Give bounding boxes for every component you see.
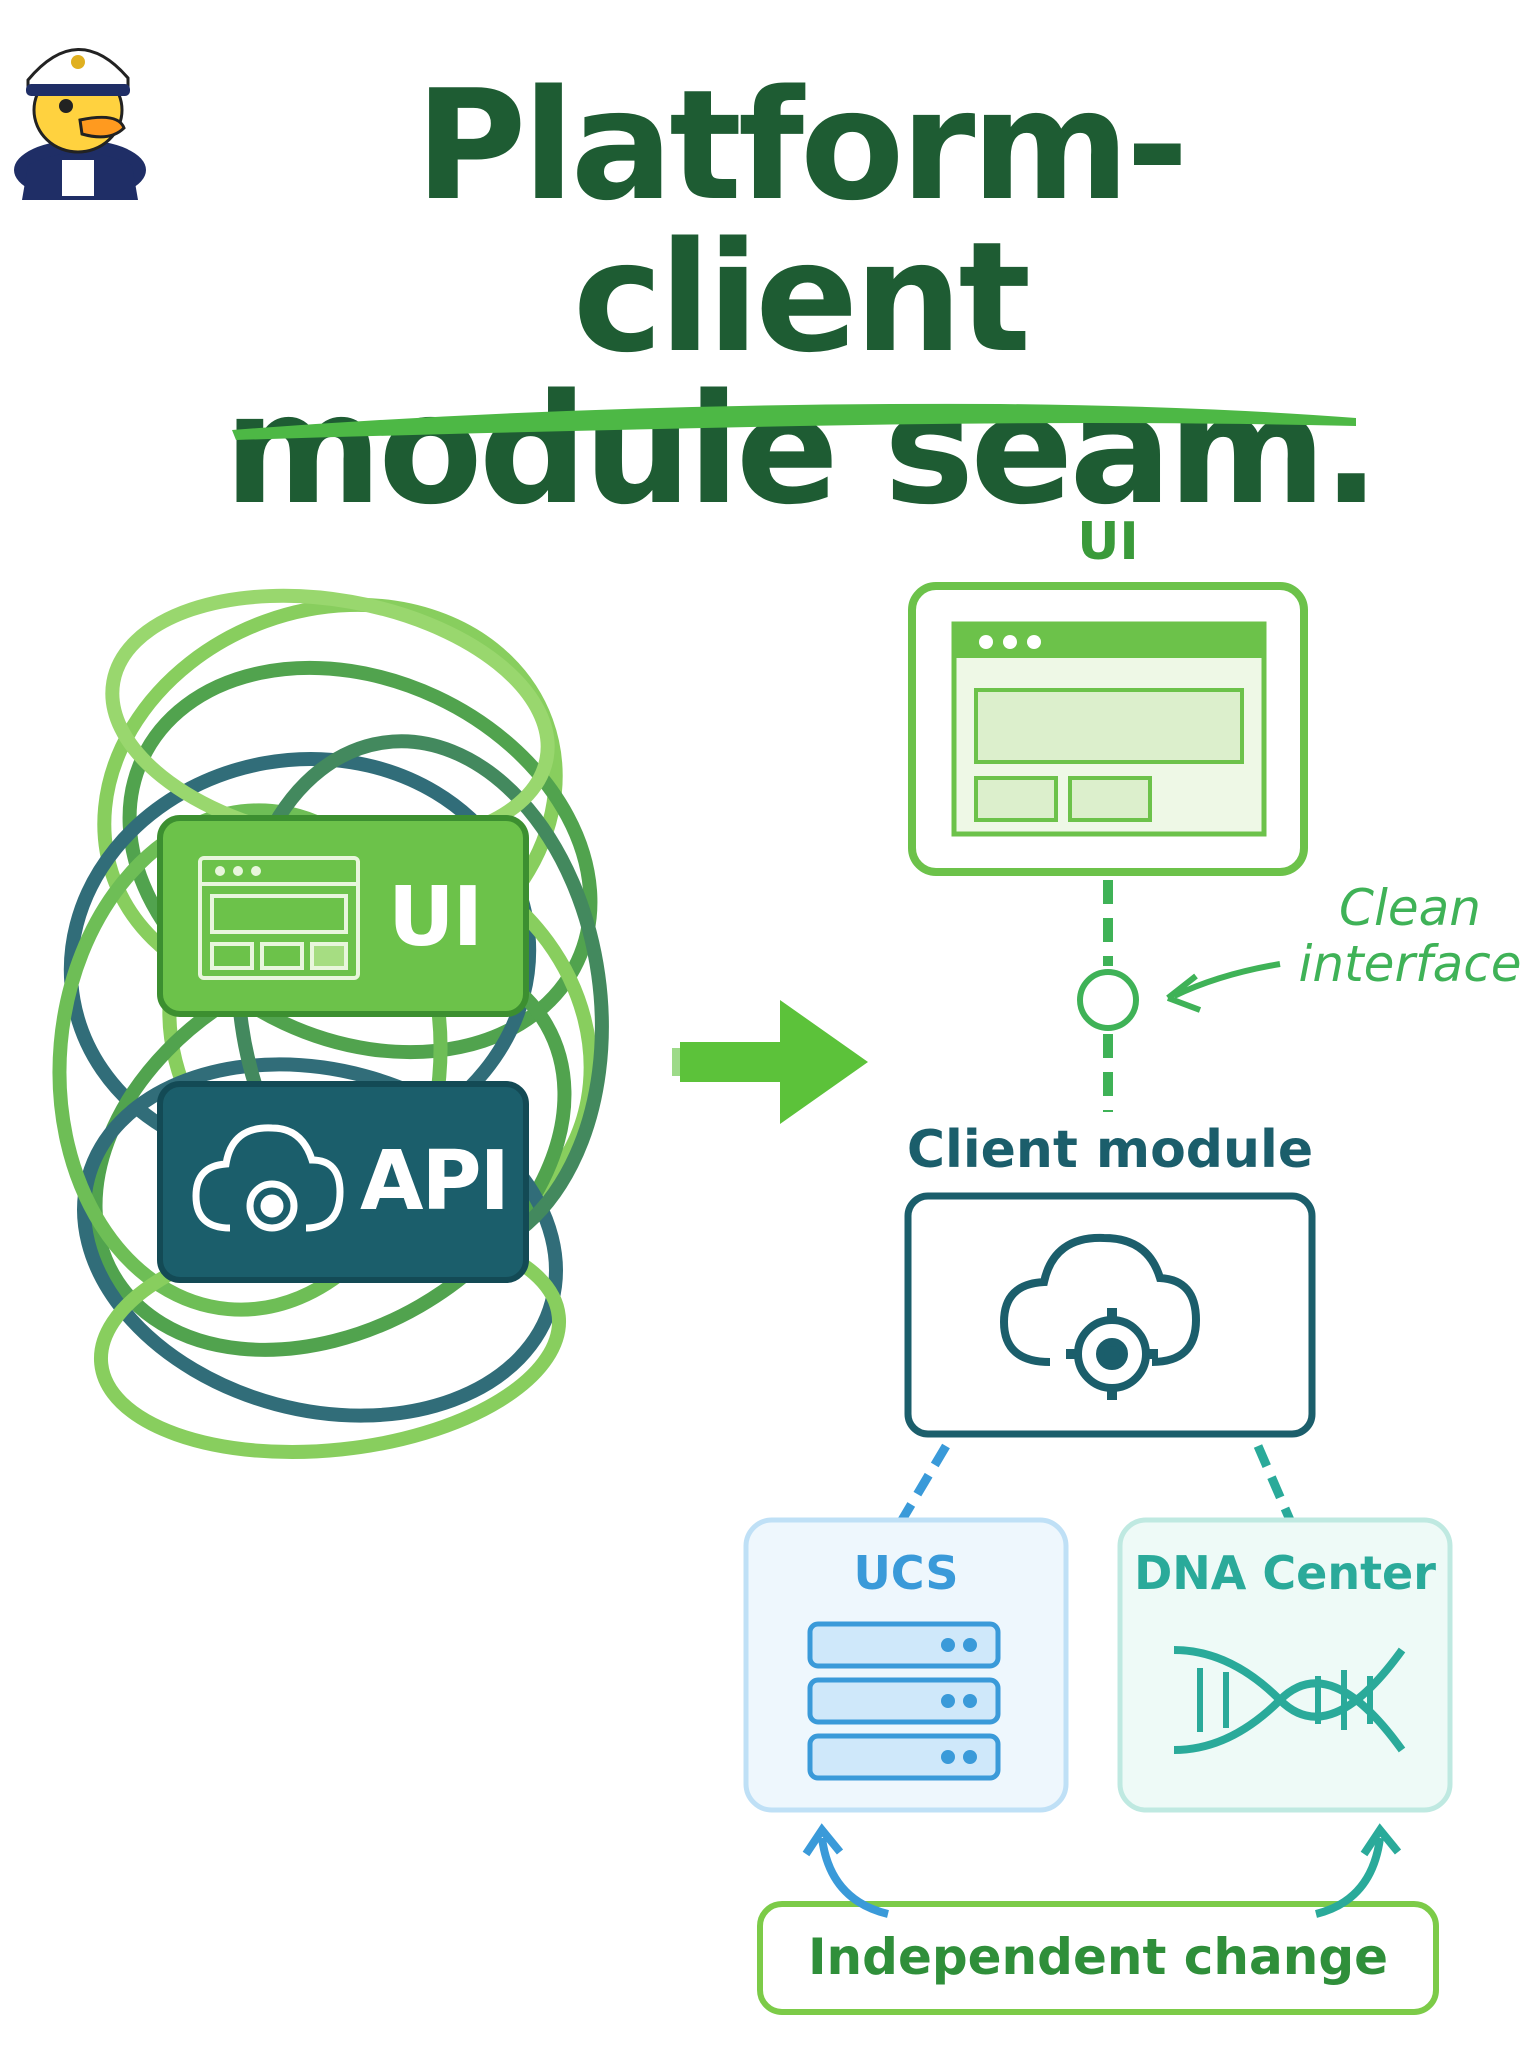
tangled-api-label: API	[360, 1134, 510, 1229]
independent-change-box	[757, 1901, 1439, 2015]
arrow-right-icon	[672, 1000, 868, 1124]
cloud-gear-icon	[999, 1233, 1201, 1400]
tangled-ui-label: UI	[388, 870, 483, 965]
title-underline	[232, 403, 1356, 440]
duck-captain-mascot	[14, 48, 146, 200]
title-line-1: Platform-client	[415, 57, 1189, 386]
note-line-2: interface	[1298, 935, 1522, 993]
ucs-box	[743, 1517, 1069, 1813]
cloud-gear-icon	[192, 1124, 344, 1232]
clean-interface-note: Clean interface	[1290, 880, 1530, 992]
dna-helix-icon	[1173, 1646, 1406, 1754]
change-arrows	[802, 1823, 1402, 1918]
browser-window-icon	[198, 856, 360, 980]
client-module-label: Client module	[906, 1120, 1314, 1180]
browser-window-icon	[951, 621, 1267, 837]
server-rack-icon	[807, 1621, 1001, 1781]
clean-ui-box	[908, 582, 1308, 876]
dna-center-box	[1117, 1517, 1453, 1813]
ucs-label: UCS	[853, 1546, 959, 1600]
independent-change-label: Independent change	[807, 1928, 1389, 1986]
title-line-2: module seam.	[223, 361, 1380, 538]
client-module-box	[904, 1192, 1316, 1438]
connector-dna	[1253, 1444, 1295, 1522]
note-line-1: Clean	[1339, 879, 1481, 937]
page-title: Platform-client module seam.	[200, 70, 1400, 526]
tangled-ui-box	[157, 815, 529, 1017]
connector-ucs	[898, 1443, 950, 1523]
dna-center-label: DNA Center	[1134, 1546, 1436, 1600]
clean-ui-label: UI	[1077, 512, 1139, 572]
interface-connector	[1077, 880, 1139, 1112]
tangled-api-box	[157, 1081, 529, 1283]
note-arrow	[1172, 961, 1281, 999]
